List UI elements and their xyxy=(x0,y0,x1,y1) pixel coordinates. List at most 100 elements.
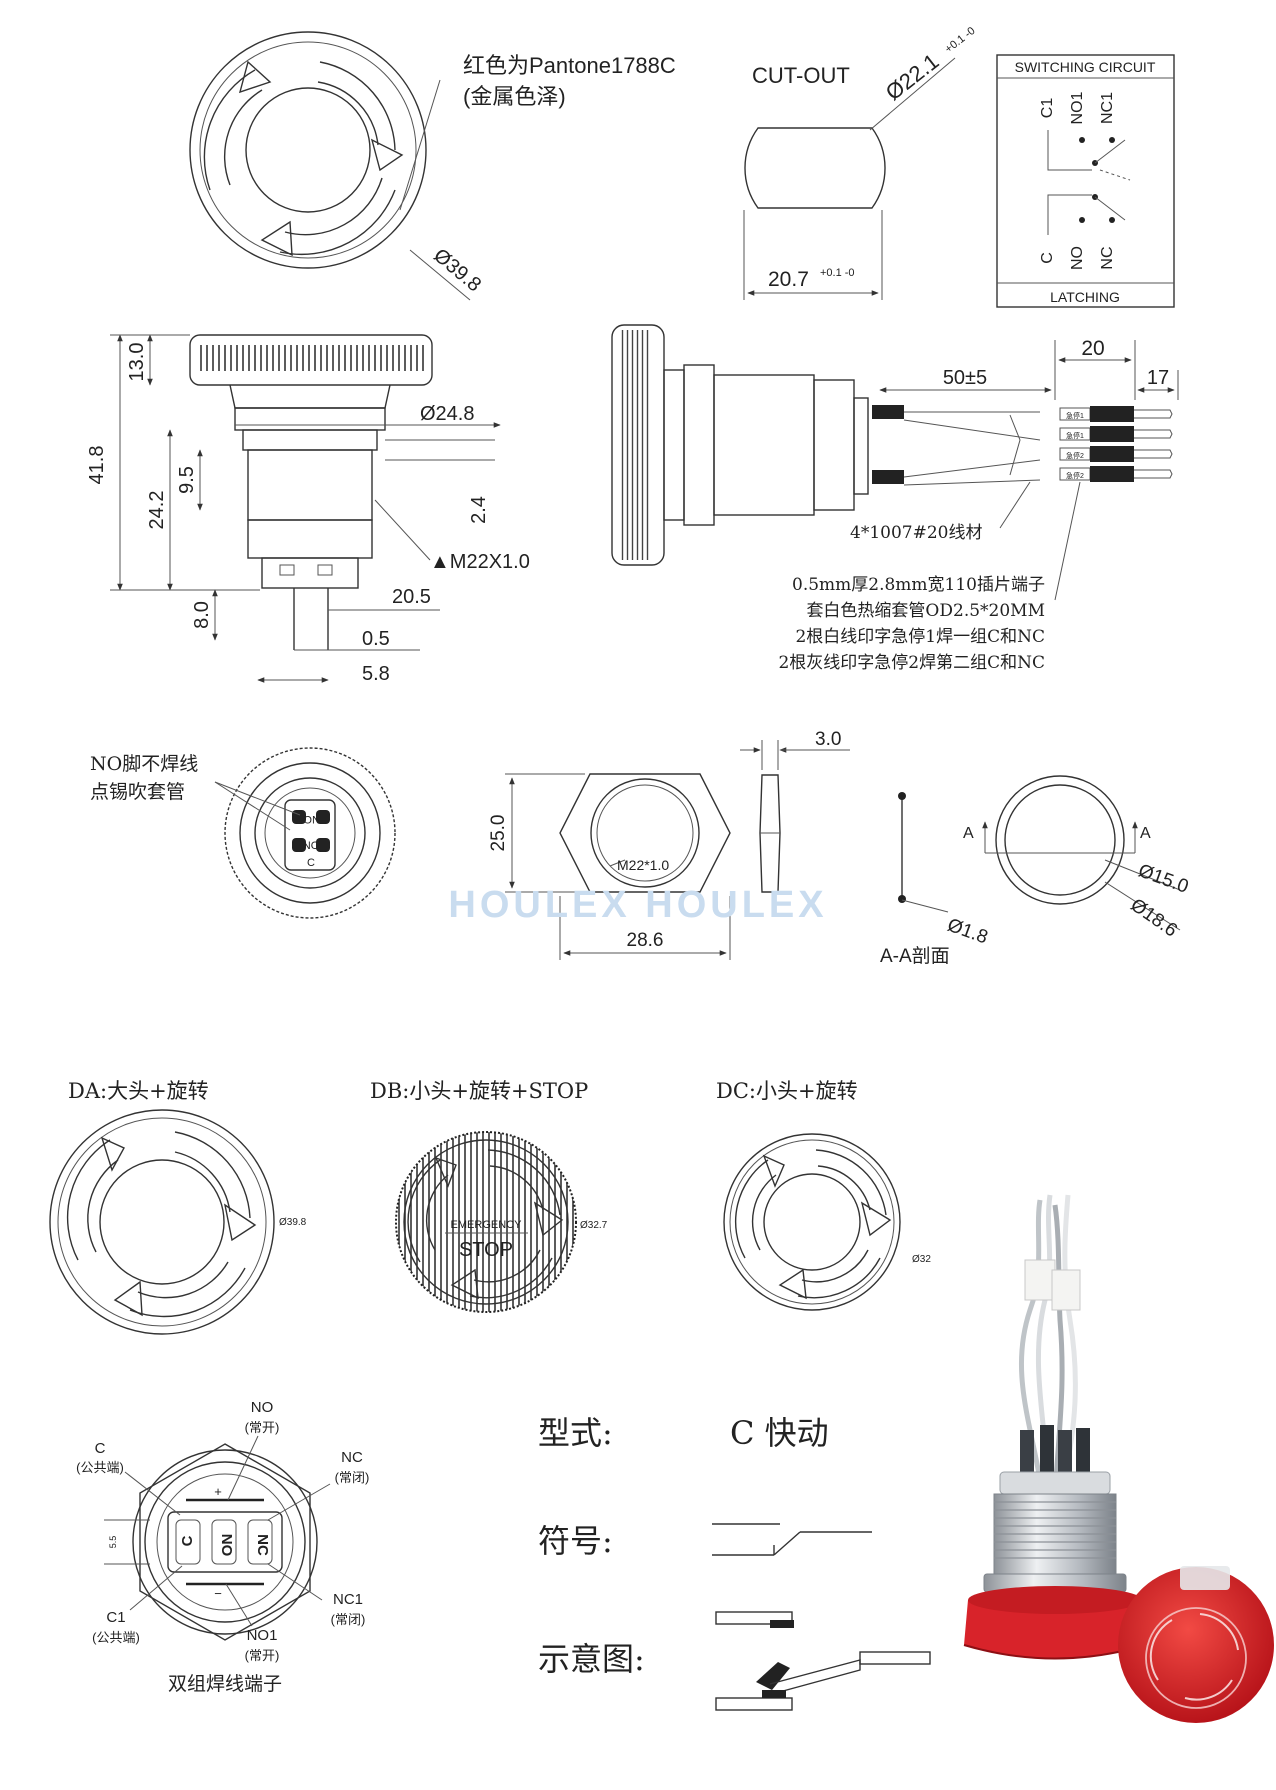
label-nc1-sub: (常闭) xyxy=(331,1612,366,1627)
side-view: 41.8 13.0 9.5 24.2 Ø24.8 2.4 ▲M22X1.0 8.… xyxy=(86,334,530,685)
dim-overall-height: 41.8 xyxy=(86,446,108,485)
variant-dc-diameter: Ø32 xyxy=(912,1254,931,1265)
wire-note-4: 2根灰线印字急停2焊第二组C和NC xyxy=(778,653,1045,673)
terminal-diagram: C NO NC + − 5.5 C (公共端) NO (常开) NC (常闭) … xyxy=(76,1399,369,1695)
wire-spec-note: 4*1007#20线材 xyxy=(850,523,982,543)
bottom-note-2: 点锡吹套管 xyxy=(90,781,185,803)
label-no1: NO1 xyxy=(247,1627,278,1644)
svg-text:−: − xyxy=(214,1586,222,1601)
circuit-label-c1: C1 xyxy=(1039,98,1056,119)
rotation-arrow-icon xyxy=(1149,1613,1239,1701)
pin-label-nc: NC xyxy=(304,813,320,825)
section-marker-left: A xyxy=(963,825,974,842)
tube-label: 急停2 xyxy=(1066,451,1084,460)
bottom-note-1: NO脚不焊线 xyxy=(90,753,198,775)
watermark: HOULEX HOULEX xyxy=(448,884,827,926)
o-ring: Ø1.8 A-A剖面 A A Ø15.0 Ø18.6 xyxy=(880,775,1191,967)
dim-wire-20: 20 xyxy=(1081,337,1104,360)
nut-thread: M22*1.0 xyxy=(617,857,669,873)
color-note: 红色为Pantone1788C xyxy=(463,53,676,78)
label-no1-sub: (常开) xyxy=(245,1648,280,1663)
dim-pin-width: 5.8 xyxy=(362,663,390,685)
terminal-caption: 双组焊线端子 xyxy=(168,1673,282,1695)
dim-thread-spec: ▲M22X1.0 xyxy=(430,551,530,573)
dim-body-height: 24.2 xyxy=(146,491,168,530)
variant-da-diameter: Ø39.8 xyxy=(279,1217,307,1228)
rotation-arrow-icon xyxy=(407,1149,564,1300)
label-nc: NC xyxy=(341,1449,363,1466)
spec-table: 型式: C 快动 符号: 示意图: xyxy=(538,1414,931,1711)
cutout-diagram: CUT-OUT Ø22.1 +0.1 -0 20.7 +0.1 -0 xyxy=(743,25,978,300)
label-nc-sub: (常闭) xyxy=(335,1470,370,1485)
color-note-sub: (金属色泽) xyxy=(463,84,566,109)
dim-collar-diameter: Ø24.8 xyxy=(420,403,474,425)
dim-pin-spacing: 20.5 xyxy=(392,586,431,608)
svg-text:+: + xyxy=(214,1484,222,1499)
rotation-arrow-icon xyxy=(203,60,404,257)
dim-pin-thickness: 0.5 xyxy=(362,628,390,650)
label-c-sub: (公共端) xyxy=(76,1460,124,1475)
rotation-arrow-icon xyxy=(735,1149,892,1300)
cutout-diameter: Ø22.1 xyxy=(881,49,944,106)
circuit-label-nc1: NC1 xyxy=(1099,92,1116,124)
product-photo xyxy=(960,1185,1276,1723)
bottom-view: NC NO C NO脚不焊线 点锡吹套管 xyxy=(90,747,396,919)
dim-wire-17: 17 xyxy=(1147,367,1169,389)
symbol-label: 符号: xyxy=(538,1522,613,1560)
dim-wire-50: 50±5 xyxy=(943,367,987,389)
variant-db-label: DB:小头+旋转+STOP xyxy=(370,1079,588,1103)
wire-note-3: 2根白线印字急停1焊一组C和NC xyxy=(795,627,1045,647)
rotation-arrow-icon xyxy=(66,1131,257,1318)
dim-pin-length: 8.0 xyxy=(191,601,213,629)
switching-circuit: SWITCHING CIRCUIT LATCHING C1 NO1 NC1 C … xyxy=(996,54,1175,308)
terminal-pin-no: NO xyxy=(218,1534,235,1557)
wire-note-2: 套白色热缩套管OD2.5*20MM xyxy=(806,601,1045,621)
schematic-label: 示意图: xyxy=(538,1640,645,1678)
dim-thread-start: 9.5 xyxy=(176,466,198,494)
pin-label-c: C xyxy=(307,857,315,869)
label-c1: C1 xyxy=(106,1609,125,1626)
circuit-label-nc: NC xyxy=(1099,246,1116,269)
tube-label: 急停1 xyxy=(1066,431,1084,440)
variant-dc: DC:小头+旋转 Ø32 xyxy=(716,1079,931,1311)
tube-label: 急停2 xyxy=(1066,471,1084,480)
nut-height: 25.0 xyxy=(488,815,509,852)
terminal-dim: 5.5 xyxy=(108,1536,118,1549)
circuit-label-no1: NO1 xyxy=(1069,91,1086,124)
top-view-button: 红色为Pantone1788C (金属色泽) Ø39.8 xyxy=(189,31,676,301)
variant-db-diameter: Ø32.7 xyxy=(580,1220,608,1231)
variant-dc-label: DC:小头+旋转 xyxy=(716,1079,858,1103)
cutout-width: 20.7 xyxy=(768,268,809,291)
type-value: C 快动 xyxy=(730,1414,829,1452)
switch-symbol-icon xyxy=(712,1523,872,1556)
oring-caption: A-A剖面 xyxy=(880,945,950,967)
nut-width: 28.6 xyxy=(627,930,664,951)
pin-label-no: NO xyxy=(303,840,320,852)
variant-da: DA:大头+旋转 Ø39.8 xyxy=(49,1079,307,1335)
variant-da-label: DA:大头+旋转 xyxy=(68,1079,209,1103)
cutout-diameter-tol: +0.1 -0 xyxy=(943,25,978,56)
label-nc1: NC1 xyxy=(333,1591,363,1608)
oring-inner-diameter: Ø15.0 xyxy=(1135,860,1191,897)
section-marker-right: A xyxy=(1140,825,1151,842)
emergency-text: EMERGENCY xyxy=(451,1219,523,1231)
dim-head-height: 13.0 xyxy=(126,343,148,382)
wired-side-view: 急停1 急停1 急停2 急停2 20 50±5 17 4*1007#20线材 0… xyxy=(611,324,1179,673)
type-label: 型式: xyxy=(538,1414,613,1452)
label-no: NO xyxy=(251,1399,274,1416)
hex-nut: 25.0 M22*1.0 28.6 3.0 xyxy=(488,729,850,960)
diameter-label: Ø39.8 xyxy=(429,244,485,296)
variant-db: DB:小头+旋转+STOP EMERGENCY STOP Ø32.7 xyxy=(370,1079,608,1313)
wire-terminals: 急停1 急停1 急停2 急停2 xyxy=(1059,406,1173,482)
stop-text: STOP xyxy=(459,1239,513,1261)
tube-label: 急停1 xyxy=(1066,411,1084,420)
wire-bundle xyxy=(1018,1194,1090,1481)
cutout-title: CUT-OUT xyxy=(752,63,850,88)
cutout-width-tol: +0.1 -0 xyxy=(820,267,855,279)
dim-flange: 2.4 xyxy=(468,496,490,524)
circuit-footer: LATCHING xyxy=(1050,289,1120,305)
circuit-title: SWITCHING CIRCUIT xyxy=(1015,59,1156,75)
circuit-label-no: NO xyxy=(1069,246,1086,270)
label-no-sub: (常开) xyxy=(245,1420,280,1435)
